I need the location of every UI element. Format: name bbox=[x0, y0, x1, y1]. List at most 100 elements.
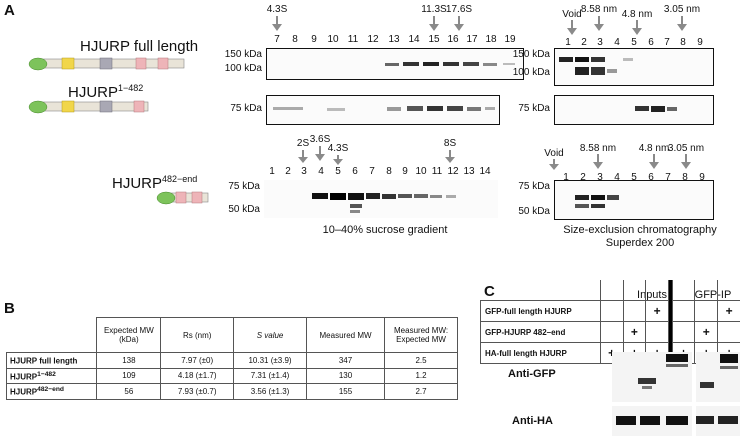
lane-number: 18 bbox=[484, 34, 498, 45]
lane-number: 2 bbox=[281, 166, 295, 177]
lane-number: 2 bbox=[577, 37, 591, 48]
arrow-down-icon bbox=[677, 16, 687, 32]
lane-number: 9 bbox=[307, 34, 321, 45]
sec-marker-8-58nm: 8.58 nm bbox=[581, 4, 617, 15]
blot-anti-ha-ip bbox=[696, 406, 740, 436]
arrow-down-icon bbox=[593, 154, 603, 170]
lane-number: 7 bbox=[365, 166, 379, 177]
arrow-down-icon bbox=[632, 20, 642, 36]
condition-mark bbox=[600, 322, 623, 343]
condition-mark bbox=[646, 322, 669, 343]
ip-condition-row: GFP-HJURP 482–end + + bbox=[481, 322, 740, 343]
table-cell: 7.31 (±1.4) bbox=[234, 368, 307, 384]
table-cell: 155 bbox=[306, 384, 384, 400]
table-header: S value bbox=[234, 318, 307, 353]
mw-table: Expected MW (kDa) Rs (nm) S value Measur… bbox=[6, 317, 458, 400]
kda-label: 150 kDa bbox=[212, 49, 262, 60]
sec-marker-3-05nm: 3.05 nm bbox=[664, 4, 700, 15]
arrow-down-icon bbox=[594, 16, 604, 32]
arrow-down-icon bbox=[272, 16, 282, 32]
arrow-down-icon bbox=[567, 20, 577, 36]
lane-number: 3 bbox=[593, 37, 607, 48]
table-cell: 2.5 bbox=[385, 353, 458, 369]
condition-mark: + bbox=[718, 301, 740, 322]
sucrose-marker-4-3s-b: 4.3S bbox=[328, 143, 349, 154]
lane-number: 15 bbox=[427, 34, 441, 45]
arrow-down-icon bbox=[429, 16, 439, 32]
lane-number: 1 bbox=[561, 37, 575, 48]
table-cell: 1.2 bbox=[385, 368, 458, 384]
blot-1-482-sucrose bbox=[266, 95, 500, 125]
arrow-down-icon bbox=[681, 154, 691, 170]
lane-number: 8 bbox=[382, 166, 396, 177]
table-cell: 4.18 (±1.7) bbox=[161, 368, 234, 384]
kda-label: 50 kDa bbox=[210, 204, 260, 215]
lane-number: 1 bbox=[265, 166, 279, 177]
condition-mark bbox=[623, 301, 646, 322]
lane-number: 16 bbox=[446, 34, 460, 45]
construct-name-1-482: HJURP1−482 bbox=[68, 83, 143, 101]
lane-number: 10 bbox=[414, 166, 428, 177]
table-cell: 109 bbox=[97, 368, 161, 384]
row-name: HJURP482−end bbox=[7, 384, 97, 400]
sec-marker-3-05nm: 3.05 nm bbox=[668, 143, 704, 154]
sec-marker-4-8nm: 4.8 nm bbox=[639, 143, 670, 154]
sucrose-marker-4-3s: 4.3S bbox=[267, 4, 288, 15]
lane-number: 13 bbox=[462, 166, 476, 177]
lane-number: 5 bbox=[627, 37, 641, 48]
lane-number: 12 bbox=[446, 166, 460, 177]
lane-number: 5 bbox=[331, 166, 345, 177]
construct-name-full-length: HJURP full length bbox=[80, 38, 198, 55]
kda-label: 100 kDa bbox=[500, 67, 550, 78]
panel-b-letter: B bbox=[4, 300, 15, 317]
arrow-down-icon bbox=[549, 159, 559, 175]
lane-number: 9 bbox=[693, 37, 707, 48]
condition-mark: + bbox=[646, 301, 669, 322]
condition-mark bbox=[672, 301, 695, 322]
table-corner bbox=[7, 318, 97, 353]
lane-number: 4 bbox=[610, 37, 624, 48]
ip-condition-row: GFP-full length HJURP + + bbox=[481, 301, 740, 322]
row-name: HJURP full length bbox=[7, 353, 97, 369]
lane-number: 3 bbox=[297, 166, 311, 177]
table-cell: 130 bbox=[306, 368, 384, 384]
kda-label: 75 kDa bbox=[212, 103, 262, 114]
condition-mark bbox=[695, 301, 718, 322]
condition-label: GFP-HJURP 482–end bbox=[481, 322, 601, 343]
kda-label: 50 kDa bbox=[500, 206, 550, 217]
sucrose-marker-8s: 8S bbox=[444, 138, 456, 149]
ip-header-spacer-row bbox=[481, 280, 740, 301]
kda-label: 75 kDa bbox=[210, 181, 260, 192]
condition-mark bbox=[718, 322, 740, 343]
table-cell: 7.93 (±0.7) bbox=[161, 384, 234, 400]
table-cell: 347 bbox=[306, 353, 384, 369]
lane-number: 19 bbox=[503, 34, 517, 45]
condition-label: GFP-full length HJURP bbox=[481, 301, 601, 322]
blot-anti-gfp-inputs bbox=[612, 352, 692, 402]
table-cell: 3.56 (±1.3) bbox=[234, 384, 307, 400]
blot-fl-sec bbox=[554, 48, 714, 86]
sucrose-marker-11-3s: 11.3S bbox=[421, 4, 446, 15]
table-row: HJURP482−end 56 7.93 (±0.7) 3.56 (±1.3) … bbox=[7, 384, 458, 400]
table-header: Expected MW (kDa) bbox=[97, 318, 161, 353]
blot-anti-gfp-ip bbox=[696, 352, 740, 402]
sec-marker-8-58nm: 8.58 nm bbox=[580, 143, 616, 154]
lane-number: 17 bbox=[465, 34, 479, 45]
arrow-down-icon bbox=[298, 150, 308, 166]
table-cell: 10.31 (±3.9) bbox=[234, 353, 307, 369]
hjurp-482-end-schematic bbox=[156, 190, 212, 206]
kda-label: 150 kDa bbox=[500, 49, 550, 60]
table-header: Measured MW: Expected MW bbox=[385, 318, 458, 353]
anti-ha-label: Anti-HA bbox=[512, 415, 553, 427]
lane-number: 10 bbox=[326, 34, 340, 45]
table-cell: 2.7 bbox=[385, 384, 458, 400]
lane-number: 14 bbox=[478, 166, 492, 177]
condition-mark: + bbox=[695, 322, 718, 343]
table-header-row: Expected MW (kDa) Rs (nm) S value Measur… bbox=[7, 318, 458, 353]
lane-number: 8 bbox=[676, 37, 690, 48]
blot-anti-ha-inputs bbox=[612, 406, 692, 436]
arrow-down-icon bbox=[649, 154, 659, 170]
table-header: Rs (nm) bbox=[161, 318, 234, 353]
lane-number: 11 bbox=[346, 34, 360, 45]
condition-label: HA-full length HJURP bbox=[481, 343, 601, 364]
